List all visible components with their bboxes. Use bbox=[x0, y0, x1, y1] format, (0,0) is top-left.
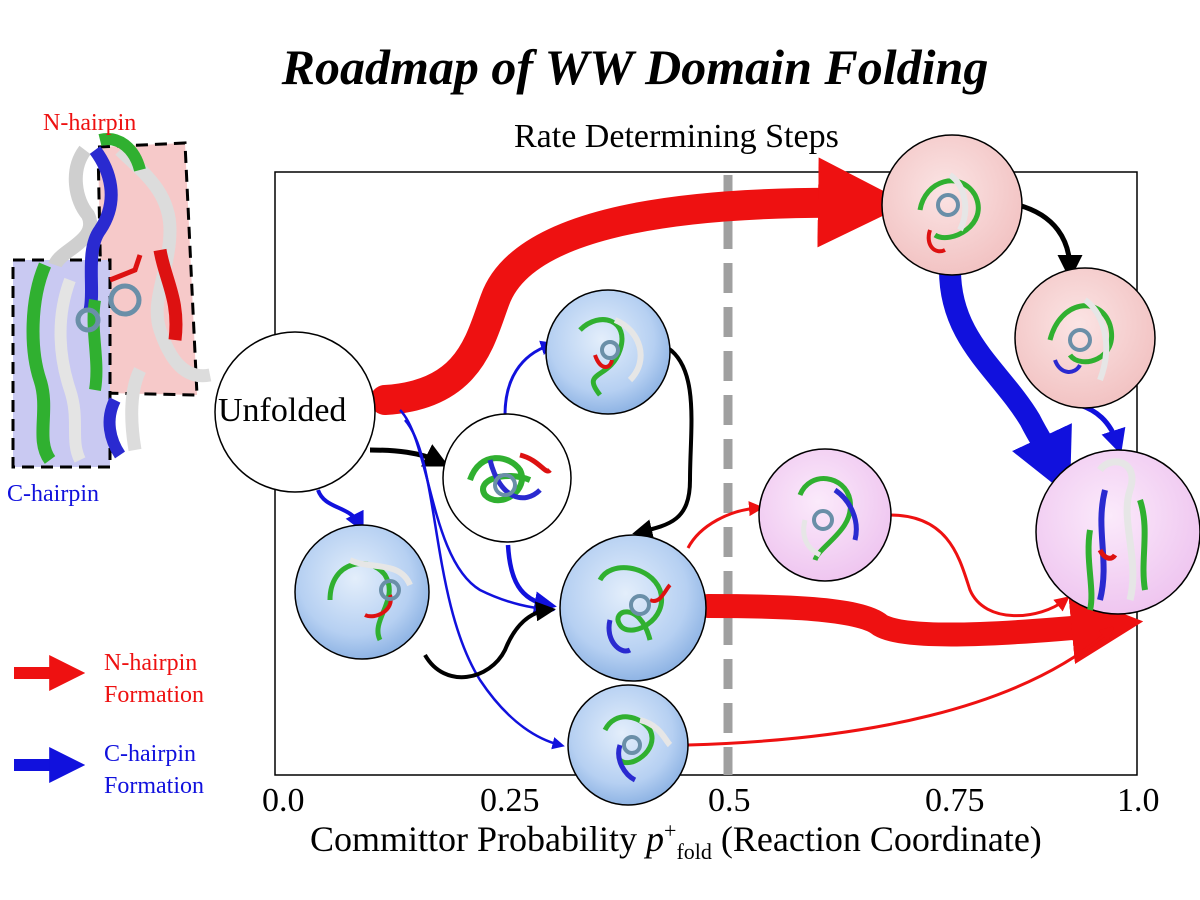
edge-center-to-mid bbox=[505, 544, 557, 614]
edge-center-to-top bbox=[503, 340, 556, 416]
x-tick-1: 0.25 bbox=[480, 782, 540, 819]
edge-bottom-to-folded bbox=[687, 626, 1115, 747]
node-unfolded-label: Unfolded bbox=[218, 392, 347, 429]
edge-n-state-to-n-state-2 bbox=[1017, 202, 1083, 280]
node-bottom-blue-state bbox=[567, 684, 689, 806]
edge-unfolded-to-left bbox=[316, 489, 364, 533]
ww-domain-structure bbox=[11, 133, 212, 469]
node-n-hairpin-state-2 bbox=[1014, 267, 1156, 409]
x-axis-label-sub: fold bbox=[676, 839, 712, 865]
x-axis-label-sup: + bbox=[664, 818, 677, 843]
edge-violet-to-folded bbox=[889, 513, 1070, 618]
edge-unfolded-to-n-hairpin-state bbox=[370, 157, 908, 415]
node-top-blue-state bbox=[545, 289, 671, 415]
node-folded-state bbox=[1035, 449, 1200, 615]
rate-determining-label: Rate Determining Steps bbox=[514, 118, 839, 155]
edge-unfolded-to-center bbox=[369, 444, 449, 467]
legend-c-hairpin-line2: Formation bbox=[104, 773, 204, 799]
node-unfolded bbox=[214, 331, 376, 493]
node-n-hairpin-state bbox=[881, 134, 1023, 276]
edge-n-state-to-folded bbox=[939, 259, 1072, 497]
diagram-title: Roadmap of WW Domain Folding bbox=[281, 39, 989, 95]
legend-c-hairpin: C-hairpin Formation bbox=[104, 738, 204, 802]
x-axis-label: Committor Probability p+fold (Reaction C… bbox=[310, 818, 1042, 865]
x-axis-label-tail: (Reaction Coordinate) bbox=[711, 819, 1042, 859]
edge-mid-to-folded bbox=[696, 592, 1144, 665]
edge-left-to-mid bbox=[423, 601, 556, 680]
node-violet-state bbox=[758, 448, 892, 582]
edge-unfolded-to-bottom bbox=[404, 419, 565, 750]
structure-n-hairpin-label: N-hairpin bbox=[43, 110, 137, 136]
edge-top-to-mid bbox=[632, 346, 694, 540]
node-middle-blue-state bbox=[559, 534, 707, 682]
x-tick-4: 1.0 bbox=[1117, 782, 1160, 819]
structure-c-hairpin-label: C-hairpin bbox=[7, 481, 99, 507]
legend-c-hairpin-line1: C-hairpin bbox=[104, 741, 196, 767]
edge-n-state-2-to-folded bbox=[1079, 402, 1126, 455]
legend-n-hairpin-line1: N-hairpin bbox=[104, 650, 198, 676]
legend-n-hairpin-line2: Formation bbox=[104, 682, 204, 708]
x-axis-label-var: p bbox=[646, 819, 665, 859]
x-tick-3: 0.75 bbox=[925, 782, 985, 819]
edge-mid-to-violet-state bbox=[686, 501, 764, 549]
plot-frame bbox=[274, 171, 1138, 776]
node-center-state bbox=[442, 413, 572, 543]
x-axis-label-main: Committor Probability bbox=[310, 819, 647, 859]
x-tick-2: 0.5 bbox=[708, 782, 751, 819]
legend-n-hairpin: N-hairpin Formation bbox=[104, 647, 204, 711]
node-left-blue-state bbox=[294, 524, 430, 660]
x-tick-0: 0.0 bbox=[262, 782, 305, 819]
